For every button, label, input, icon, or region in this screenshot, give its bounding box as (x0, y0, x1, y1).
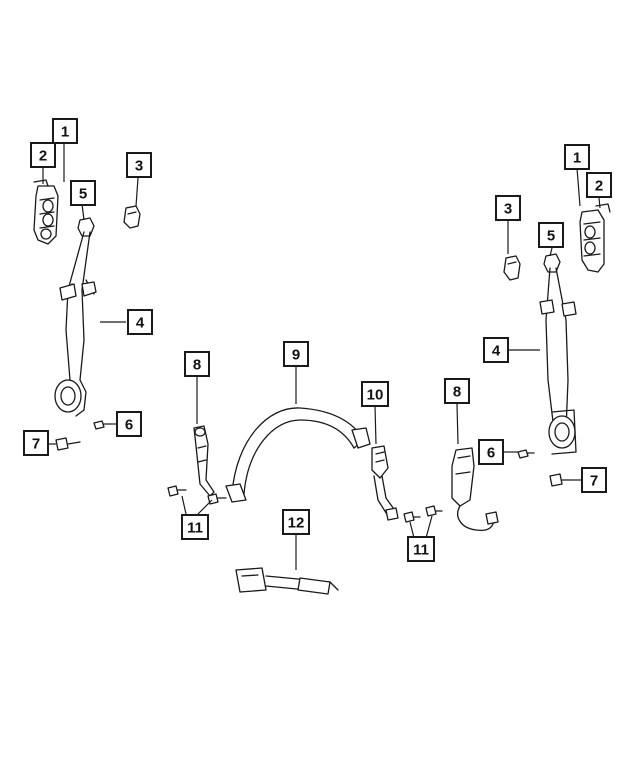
left-retractor (54, 379, 87, 417)
callout-c2-left: 2 (30, 142, 56, 168)
left-shoulder-belt (59, 231, 97, 381)
left-buckle-bracket (193, 425, 215, 497)
callout-c2-right: 2 (586, 172, 612, 198)
callout-number: 9 (292, 347, 300, 364)
callout-box (564, 144, 590, 170)
callout-c1-right: 1 (564, 144, 590, 170)
callout-c8-left: 8 (184, 351, 210, 377)
callout-number: 1 (61, 124, 69, 141)
left-height-adjuster (33, 179, 59, 245)
callout-number: 4 (492, 343, 501, 360)
right-shoulder-belt (539, 267, 577, 431)
callout-box (184, 351, 210, 377)
callout-box (361, 381, 389, 407)
right-mount-bolt (549, 473, 573, 487)
callout-number: 2 (39, 148, 47, 165)
rear-center-buckle (235, 567, 339, 595)
callout-box (23, 430, 49, 456)
callout-box (116, 411, 142, 437)
callout-box (538, 222, 564, 248)
callout-box (52, 118, 78, 144)
callout-c3-right: 3 (495, 195, 521, 221)
right-retractor (548, 409, 577, 455)
callout-c9: 9 (283, 341, 309, 367)
callout-number: 7 (590, 473, 598, 490)
callout-box (444, 378, 470, 404)
callout-box (126, 152, 152, 178)
left-buckle-bolts (167, 485, 227, 505)
callout-box (283, 341, 309, 367)
callout-c7-right: 7 (581, 467, 607, 493)
callout-c11-left: 11 (181, 514, 209, 540)
callout-box (581, 467, 607, 493)
leader-lines (42, 142, 601, 570)
callout-number: 8 (453, 384, 461, 401)
callout-number: 2 (595, 178, 603, 195)
right-anchor-bolt-cover (503, 255, 521, 281)
callout-c11-right: 11 (407, 536, 435, 562)
callout-box (478, 439, 504, 465)
callout-c10: 10 (361, 381, 389, 407)
callout-number: 3 (135, 158, 143, 175)
right-buckle-assembly (451, 447, 499, 532)
callout-c3-left: 3 (126, 152, 152, 178)
callout-number: 3 (504, 201, 512, 218)
right-buckle-bolts (403, 505, 443, 523)
callout-number: 11 (413, 542, 429, 559)
callout-c7-left: 7 (23, 430, 49, 456)
callout-c6-left: 6 (116, 411, 142, 437)
callout-box (181, 514, 209, 540)
callout-c4-right: 4 (483, 337, 509, 363)
center-belt-buckle (371, 445, 399, 521)
left-upper-guide (77, 217, 95, 237)
callout-c5-right: 5 (538, 222, 564, 248)
callout-box (70, 180, 96, 206)
callout-box (483, 337, 509, 363)
left-mount-bolt (55, 437, 81, 451)
callout-number: 5 (79, 186, 87, 203)
callout-box (282, 509, 310, 535)
callout-number: 1 (573, 150, 581, 167)
callout-box (127, 309, 153, 335)
right-height-adjuster (579, 203, 611, 273)
callout-box (586, 172, 612, 198)
right-upper-guide (543, 253, 561, 273)
callout-number: 7 (32, 436, 40, 453)
callout-box (30, 142, 56, 168)
callout-c6-right: 6 (478, 439, 504, 465)
callout-number: 8 (193, 357, 201, 374)
callout-c5-left: 5 (70, 180, 96, 206)
callout-number: 6 (487, 445, 495, 462)
right-retractor-bolt (517, 449, 535, 459)
callout-c4-left: 4 (127, 309, 153, 335)
center-lap-belt (225, 407, 371, 503)
callout-c8-right: 8 (444, 378, 470, 404)
callout-c1-left: 1 (52, 118, 78, 144)
callout-number: 11 (187, 520, 203, 537)
callout-number: 6 (125, 417, 133, 434)
callout-number: 10 (367, 387, 384, 404)
callout-number: 5 (547, 228, 555, 245)
callout-box (495, 195, 521, 221)
callout-box (407, 536, 435, 562)
callout-number: 12 (288, 515, 305, 532)
left-anchor-bolt-cover (123, 205, 141, 229)
left-retractor-bolt (93, 420, 111, 430)
callout-c12: 12 (282, 509, 310, 535)
callout-number: 4 (136, 315, 145, 332)
